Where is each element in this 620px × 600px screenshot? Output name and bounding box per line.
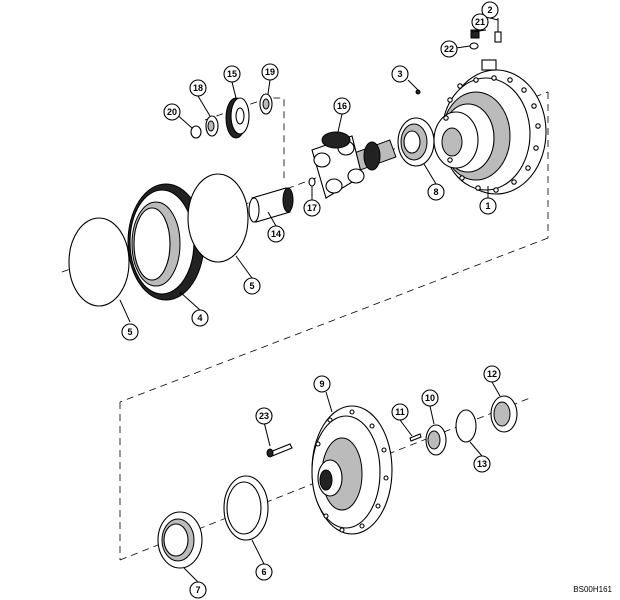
part-5-seal-right — [187, 173, 249, 263]
callout-19: 19 — [261, 63, 279, 81]
part-22-washer — [469, 42, 479, 50]
callout-3-label: 3 — [397, 69, 402, 79]
callout-18-label: 18 — [193, 83, 203, 93]
callout-14: 14 — [267, 225, 285, 243]
callout-7-label: 7 — [195, 585, 200, 595]
callout-20: 20 — [163, 103, 181, 121]
part-15-planet-gear — [225, 97, 250, 139]
callout-7: 7 — [189, 581, 207, 599]
callout-22-label: 22 — [444, 44, 454, 54]
part-6-seal — [223, 475, 269, 541]
callout-20-label: 20 — [167, 107, 177, 117]
part-19-bearing — [259, 93, 273, 115]
callout-2: 2 — [481, 1, 499, 19]
callout-23-label: 23 — [259, 411, 269, 421]
leader-lines — [119, 17, 501, 583]
part-18-bearing — [205, 115, 219, 137]
callout-13: 13 — [473, 455, 491, 473]
callout-6-label: 6 — [261, 567, 266, 577]
callout-11-label: 11 — [395, 407, 405, 417]
callout-16-label: 16 — [337, 101, 347, 111]
callout-9-label: 9 — [319, 379, 324, 389]
callout-22: 22 — [440, 40, 458, 58]
part-16-planet-carrier — [311, 131, 397, 199]
part-3-pin — [415, 89, 421, 95]
callout-8-label: 8 — [433, 187, 438, 197]
callout-21: 21 — [471, 13, 489, 31]
part-10-bearing-cone — [425, 424, 447, 456]
callout-18: 18 — [189, 79, 207, 97]
callout-5-right: 5 — [243, 277, 261, 295]
callout-5-left: 5 — [121, 323, 139, 341]
callout-21-label: 21 — [475, 17, 485, 27]
callout-5-right-label: 5 — [249, 281, 254, 291]
callout-1: 1 — [479, 197, 497, 215]
part-12-seal — [490, 395, 518, 433]
callout-10: 10 — [421, 389, 439, 407]
part-23-stud — [266, 443, 293, 458]
part-17-pin — [308, 177, 316, 187]
callout-13-label: 13 — [477, 459, 487, 469]
callout-4-label: 4 — [197, 313, 202, 323]
part-1-housing — [433, 59, 547, 195]
callout-4: 4 — [191, 309, 209, 327]
callout-17-label: 17 — [307, 203, 317, 213]
callout-3: 3 — [391, 65, 409, 83]
part-9-hub — [311, 405, 393, 535]
callout-6: 6 — [255, 563, 273, 581]
part-7-bearing-cup — [157, 511, 203, 569]
callout-2-label: 2 — [487, 5, 492, 15]
part-8-bearing — [397, 117, 435, 167]
callout-19-label: 19 — [265, 67, 275, 77]
callout-5-left-label: 5 — [127, 327, 132, 337]
callout-8: 8 — [427, 183, 445, 201]
part-4-ring-gear — [127, 183, 205, 301]
callout-17: 17 — [303, 199, 321, 217]
callout-23: 23 — [255, 407, 273, 425]
part-20-snap-ring — [190, 125, 202, 139]
part-14-sun-gear — [248, 187, 294, 223]
part-13-o-ring — [455, 409, 477, 443]
figure-reference-code: BS00H161 — [573, 585, 612, 594]
callout-15-label: 15 — [227, 69, 237, 79]
callout-1-label: 1 — [485, 201, 490, 211]
callout-15: 15 — [223, 65, 241, 83]
part-2-plug — [494, 18, 502, 43]
part-5-seal-left — [68, 217, 130, 307]
callout-11: 11 — [391, 403, 409, 421]
part-21-fitting — [470, 29, 480, 39]
callout-12-label: 12 — [487, 369, 497, 379]
callout-16: 16 — [333, 97, 351, 115]
callout-9: 9 — [313, 375, 331, 393]
callout-12: 12 — [483, 365, 501, 383]
callout-10-label: 10 — [425, 393, 435, 403]
callout-14-label: 14 — [271, 229, 281, 239]
part-11-pin — [409, 433, 422, 442]
